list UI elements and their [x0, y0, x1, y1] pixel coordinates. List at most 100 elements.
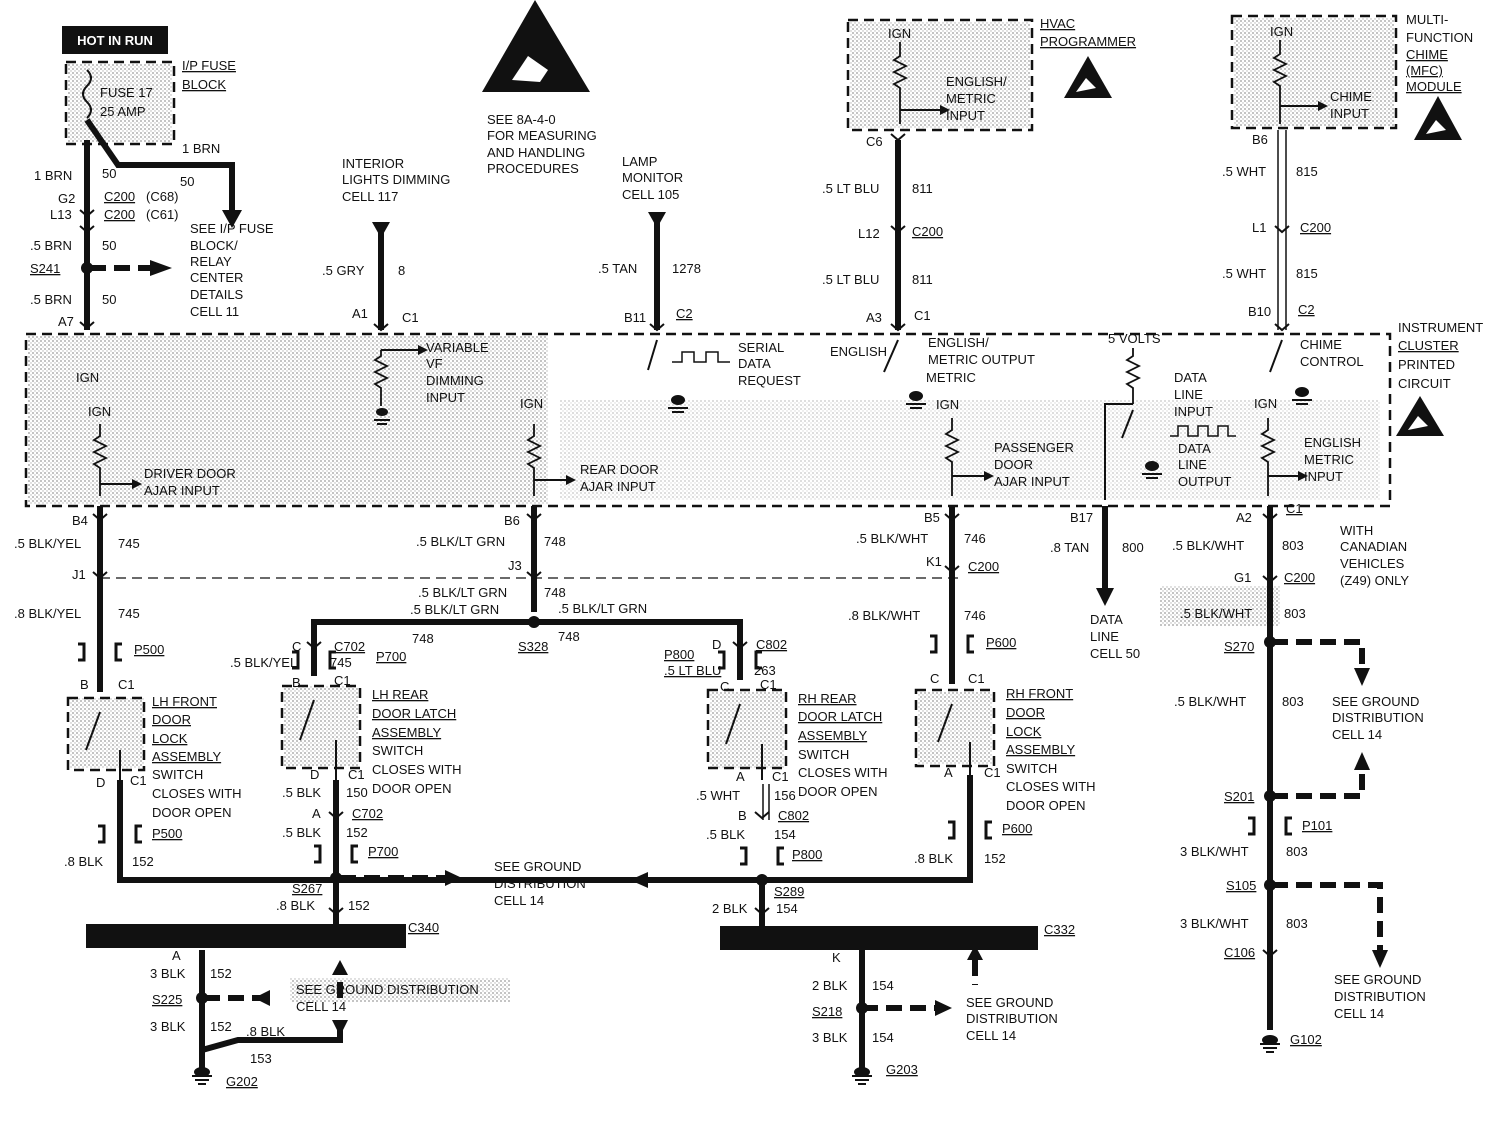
- svg-text:J1: J1: [72, 567, 86, 582]
- svg-text:CHIME: CHIME: [1330, 89, 1372, 104]
- svg-text:C6: C6: [866, 134, 883, 149]
- svg-text:AJAR INPUT: AJAR INPUT: [994, 474, 1070, 489]
- svg-text:S270: S270: [1224, 639, 1254, 654]
- svg-text:DATA: DATA: [1174, 370, 1207, 385]
- svg-text:.8 BLK: .8 BLK: [246, 1024, 285, 1039]
- module-boxes: [24, 14, 1398, 772]
- svg-text:A1: A1: [352, 306, 368, 321]
- svg-text:PASSENGER: PASSENGER: [994, 440, 1074, 455]
- svg-text:P500: P500: [134, 642, 164, 657]
- svg-text:CELL 105: CELL 105: [622, 187, 679, 202]
- svg-text:C1: C1: [334, 673, 351, 688]
- svg-text:INPUT: INPUT: [1174, 404, 1213, 419]
- svg-text:C2: C2: [676, 306, 693, 321]
- svg-text:G202: G202: [226, 1074, 258, 1089]
- svg-text:ASSEMBLY: ASSEMBLY: [1006, 742, 1075, 757]
- svg-text:DRIVER DOOR: DRIVER DOOR: [144, 466, 236, 481]
- svg-text:L13: L13: [50, 207, 72, 222]
- svg-text:INSTRUMENT: INSTRUMENT: [1398, 320, 1483, 335]
- svg-text:P600: P600: [1002, 821, 1032, 836]
- svg-text:5 VOLTS: 5 VOLTS: [1108, 331, 1161, 346]
- svg-text:DATA: DATA: [738, 356, 771, 371]
- svg-text:RH REAR: RH REAR: [798, 691, 857, 706]
- data-pulse: [1170, 425, 1236, 437]
- svg-text:LIGHTS DIMMING: LIGHTS DIMMING: [342, 172, 450, 187]
- svg-text:CONTROL: CONTROL: [1300, 354, 1364, 369]
- svg-text:803: 803: [1282, 694, 1304, 709]
- svg-text:A3: A3: [866, 310, 882, 325]
- svg-text:C1: C1: [760, 677, 777, 692]
- svg-text:C2: C2: [1298, 302, 1315, 317]
- svg-text:P800: P800: [664, 647, 694, 662]
- svg-text:P700: P700: [368, 844, 398, 859]
- svg-text:C802: C802: [756, 637, 787, 652]
- svg-text:INPUT: INPUT: [1304, 469, 1343, 484]
- svg-text:.8 BLK: .8 BLK: [64, 854, 103, 869]
- svg-text:S218: S218: [812, 1004, 842, 1019]
- svg-text:PRINTED: PRINTED: [1398, 357, 1455, 372]
- svg-text:D: D: [310, 767, 319, 782]
- svg-text:.5 WHT: .5 WHT: [1222, 164, 1266, 179]
- svg-text:S289: S289: [774, 884, 804, 899]
- svg-text:DISTRIBUTION: DISTRIBUTION: [494, 876, 586, 891]
- svg-text:IGN: IGN: [88, 404, 111, 419]
- svg-text:(Z49) ONLY: (Z49) ONLY: [1340, 573, 1409, 588]
- svg-text:PROGRAMMER: PROGRAMMER: [1040, 34, 1136, 49]
- svg-text:WITH: WITH: [1340, 523, 1373, 538]
- svg-text:3 BLK: 3 BLK: [812, 1030, 848, 1045]
- svg-text:.5 BLK: .5 BLK: [706, 827, 745, 842]
- svg-text:.5 BLK/LT GRN: .5 BLK/LT GRN: [558, 601, 647, 616]
- svg-text:815: 815: [1296, 266, 1318, 281]
- svg-text:.5 BLK: .5 BLK: [282, 785, 321, 800]
- svg-text:152: 152: [346, 825, 368, 840]
- svg-text:152: 152: [132, 854, 154, 869]
- svg-text:50: 50: [102, 292, 116, 307]
- switch-icons: [85, 339, 1283, 780]
- svg-text:.5 BLK/YEL: .5 BLK/YEL: [14, 536, 81, 551]
- svg-text:FUNCTION: FUNCTION: [1406, 30, 1473, 45]
- shaded-areas: [28, 18, 1394, 1002]
- svg-text:A: A: [172, 948, 181, 963]
- svg-text:CLOSES WITH: CLOSES WITH: [798, 765, 888, 780]
- esd-note-3: AND HANDLING: [487, 145, 585, 160]
- svg-text:B5: B5: [924, 510, 940, 525]
- svg-text:8: 8: [398, 263, 405, 278]
- svg-text:.5 LT BLU: .5 LT BLU: [822, 272, 879, 287]
- svg-text:DOOR OPEN: DOOR OPEN: [152, 805, 231, 820]
- svg-text:C332: C332: [1044, 922, 1075, 937]
- svg-text:REAR DOOR: REAR DOOR: [580, 462, 659, 477]
- svg-text:METRIC: METRIC: [1304, 452, 1354, 467]
- svg-text:748: 748: [544, 585, 566, 600]
- svg-text:C: C: [930, 671, 939, 686]
- svg-text:50: 50: [180, 174, 194, 189]
- svg-text:C702: C702: [352, 806, 383, 821]
- svg-text:.5 LT BLU: .5 LT BLU: [822, 181, 879, 196]
- svg-text:IGN: IGN: [520, 396, 543, 411]
- svg-text:50: 50: [102, 238, 116, 253]
- svg-text:SEE GROUND: SEE GROUND: [1334, 972, 1421, 987]
- svg-text:C: C: [720, 679, 729, 694]
- svg-text:C200: C200: [104, 189, 135, 204]
- svg-text:CELL 117: CELL 117: [342, 189, 398, 204]
- svg-text:DOOR: DOOR: [152, 712, 191, 727]
- svg-text:3 BLK: 3 BLK: [150, 966, 186, 981]
- svg-text:G102: G102: [1290, 1032, 1322, 1047]
- svg-text:.8 BLK: .8 BLK: [276, 898, 315, 913]
- svg-text:BLOCK/: BLOCK/: [190, 238, 238, 253]
- esd-note-2: FOR MEASURING: [487, 128, 597, 143]
- svg-text:DOOR OPEN: DOOR OPEN: [372, 781, 451, 796]
- svg-text:J3: J3: [508, 558, 522, 573]
- svg-text:IGN: IGN: [76, 370, 99, 385]
- svg-text:S267: S267: [292, 881, 322, 896]
- svg-text:3 BLK: 3 BLK: [150, 1019, 186, 1034]
- svg-text:B17: B17: [1070, 510, 1093, 525]
- svg-text:ASSEMBLY: ASSEMBLY: [798, 728, 867, 743]
- svg-text:C200: C200: [968, 559, 999, 574]
- esd-cluster-icon: [1396, 396, 1444, 436]
- svg-text:C1: C1: [348, 767, 365, 782]
- svg-text:ASSEMBLY: ASSEMBLY: [372, 725, 441, 740]
- svg-text:C: C: [292, 639, 301, 654]
- svg-text:DOOR LATCH: DOOR LATCH: [372, 706, 456, 721]
- svg-text:C802: C802: [778, 808, 809, 823]
- svg-text:746: 746: [964, 531, 986, 546]
